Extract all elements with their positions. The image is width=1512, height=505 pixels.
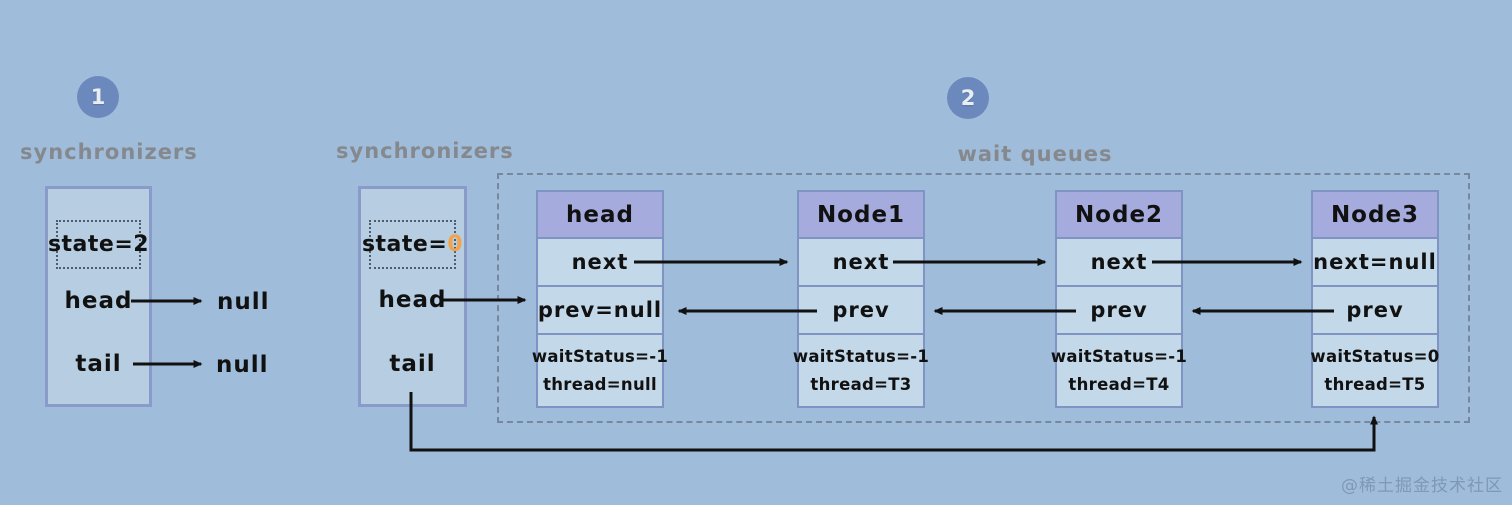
node-next-cell: next	[538, 239, 662, 287]
node-prev-cell: prev	[1313, 287, 1437, 335]
state-field-2: state=0	[362, 220, 463, 269]
node-title: Node1	[799, 192, 923, 239]
node-thread: thread=T5	[1324, 375, 1426, 394]
node-thread: thread=T3	[810, 375, 912, 394]
node-wait-status: waitStatus=0	[1310, 347, 1440, 366]
queue-node-head: head next prev=null waitStatus=-1 thread…	[532, 190, 668, 408]
state-prefix: state=	[361, 232, 448, 257]
node-wait-status: waitStatus=-1	[1050, 347, 1188, 366]
node-next-cell: next	[1057, 239, 1181, 287]
node-title: head	[538, 192, 662, 239]
state-value: 2	[133, 232, 150, 257]
synchronizers-label-2: synchronizers	[336, 139, 514, 163]
queue-node-3: Node3 next=null prev waitStatus=0 thread…	[1310, 190, 1440, 408]
head-field-1: head	[64, 288, 133, 314]
node-wait-status: waitStatus=-1	[792, 347, 930, 366]
tail-field-2: tail	[389, 351, 436, 377]
node-next-cell: next=null	[1313, 239, 1437, 287]
node-info-cell: waitStatus=-1 thread=T4	[1051, 335, 1187, 406]
queue-node-2: Node2 next prev waitStatus=-1 thread=T4	[1051, 190, 1187, 408]
node-info-cell: waitStatus=-1 thread=null	[532, 335, 668, 406]
state-field-1: state=2	[48, 220, 149, 269]
synchronizers-label-1: synchronizers	[20, 140, 198, 164]
head-null-target: null	[217, 289, 270, 315]
node-title: Node3	[1313, 192, 1437, 239]
synchronizer-box-1: state=2	[45, 186, 152, 407]
node-prev-cell: prev	[799, 287, 923, 335]
watermark: @稀土掘金技术社区	[1341, 476, 1503, 496]
node-thread: thread=T4	[1068, 375, 1170, 394]
state-prefix: state=	[47, 232, 134, 257]
node-prev-cell: prev=null	[538, 287, 662, 335]
head-field-2: head	[378, 287, 447, 313]
synchronizer-box-2: state=0	[358, 186, 467, 407]
tail-field-1: tail	[75, 351, 122, 377]
step-2-badge: 2	[947, 77, 989, 119]
state-value-highlighted: 0	[447, 232, 464, 257]
node-thread: thread=null	[543, 375, 657, 394]
node-wait-status: waitStatus=-1	[531, 347, 669, 366]
node-title: Node2	[1057, 192, 1181, 239]
wait-queues-label: wait queues	[957, 142, 1113, 166]
node-info-cell: waitStatus=-1 thread=T3	[793, 335, 929, 406]
node-prev-cell: prev	[1057, 287, 1181, 335]
node-info-cell: waitStatus=0 thread=T5	[1310, 335, 1440, 406]
node-next-cell: next	[799, 239, 923, 287]
tail-null-target: null	[216, 352, 269, 378]
step-1-badge: 1	[77, 76, 119, 118]
queue-node-1: Node1 next prev waitStatus=-1 thread=T3	[793, 190, 929, 408]
